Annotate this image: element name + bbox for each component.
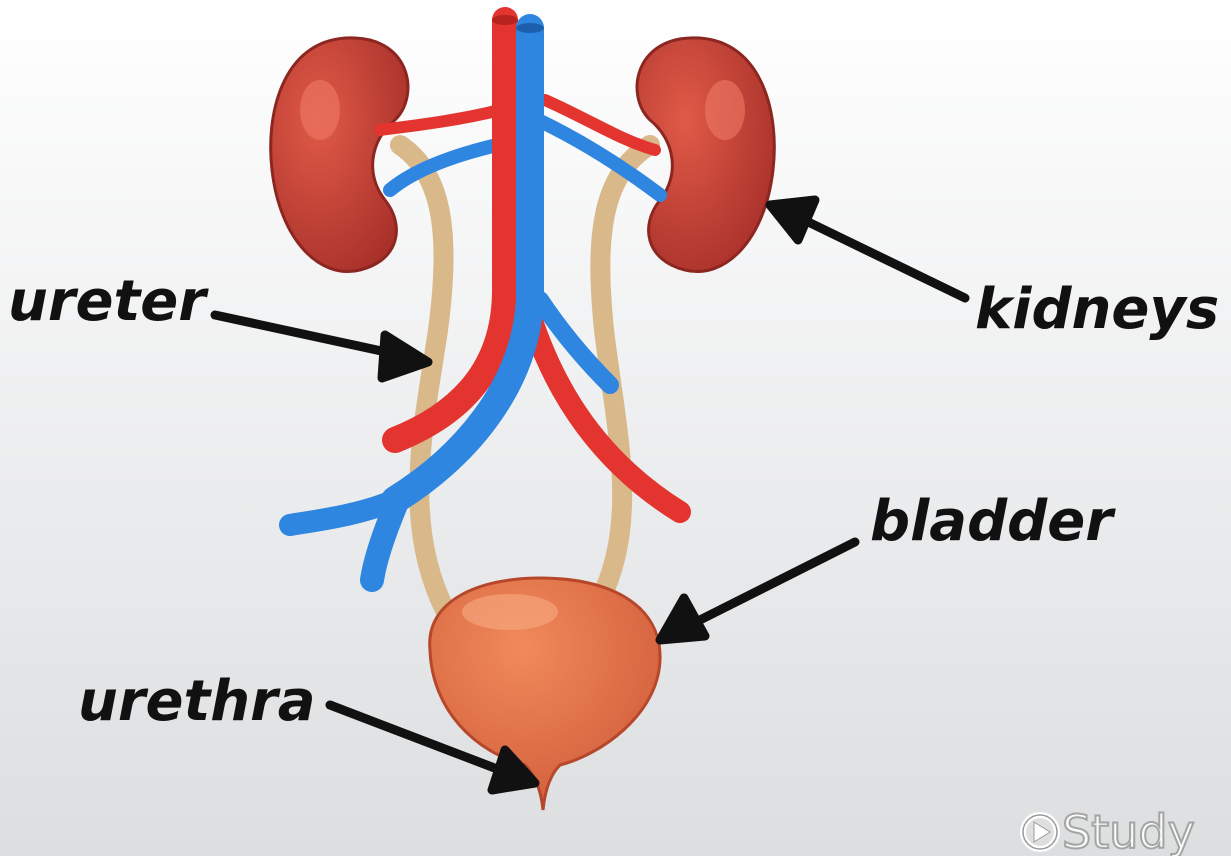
- watermark-text: Study: [1062, 805, 1195, 856]
- bladder-organ: [428, 576, 662, 811]
- urethra-label: urethra: [78, 669, 316, 734]
- kidneys-label: kidneys: [975, 277, 1219, 342]
- bladder-arrow: [655, 537, 860, 645]
- aorta-opening: [492, 15, 518, 25]
- renal-arteries: [374, 94, 661, 156]
- pointer-arrows: [210, 195, 970, 795]
- urethra-arrow: [325, 700, 540, 795]
- watermark: Study: [1020, 804, 1196, 856]
- vena-cava: [279, 14, 619, 592]
- ureter-arrow: [210, 310, 433, 383]
- kidneys-arrow: [765, 195, 970, 303]
- bladder-label: bladder: [870, 489, 1116, 554]
- left-kidney: [269, 36, 410, 273]
- play-circle-icon: [1020, 812, 1060, 852]
- right-kidney: [635, 36, 776, 273]
- ureter-label: ureter: [8, 269, 209, 334]
- ureter-tubes: [390, 135, 660, 620]
- vena-cava-opening: [516, 23, 544, 33]
